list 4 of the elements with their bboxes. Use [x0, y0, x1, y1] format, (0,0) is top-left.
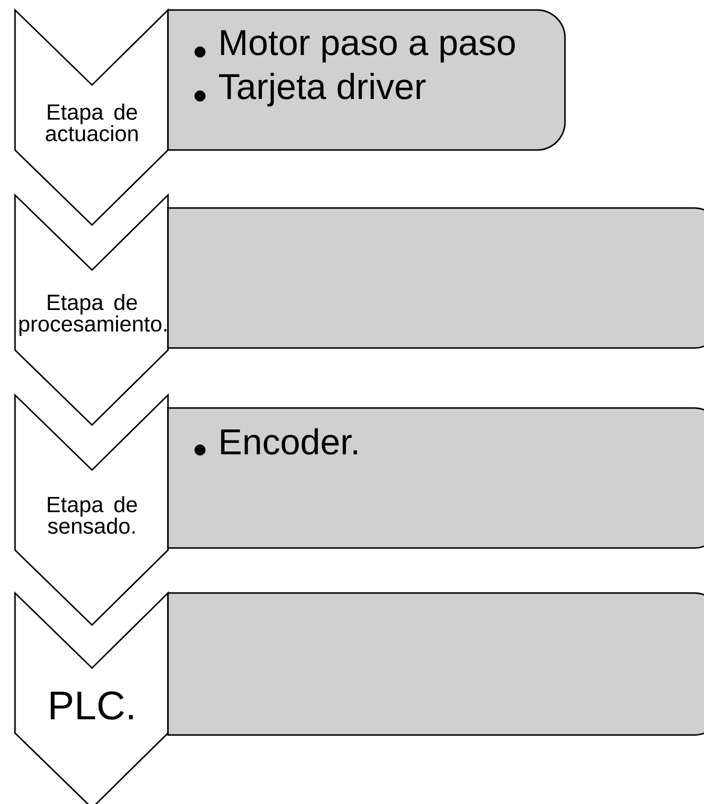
- content-box: Encoder.: [167, 407, 704, 549]
- content-box: [167, 592, 704, 736]
- content-box: [167, 207, 704, 349]
- content-box: Motor paso a paso Tarjeta driver: [167, 9, 566, 151]
